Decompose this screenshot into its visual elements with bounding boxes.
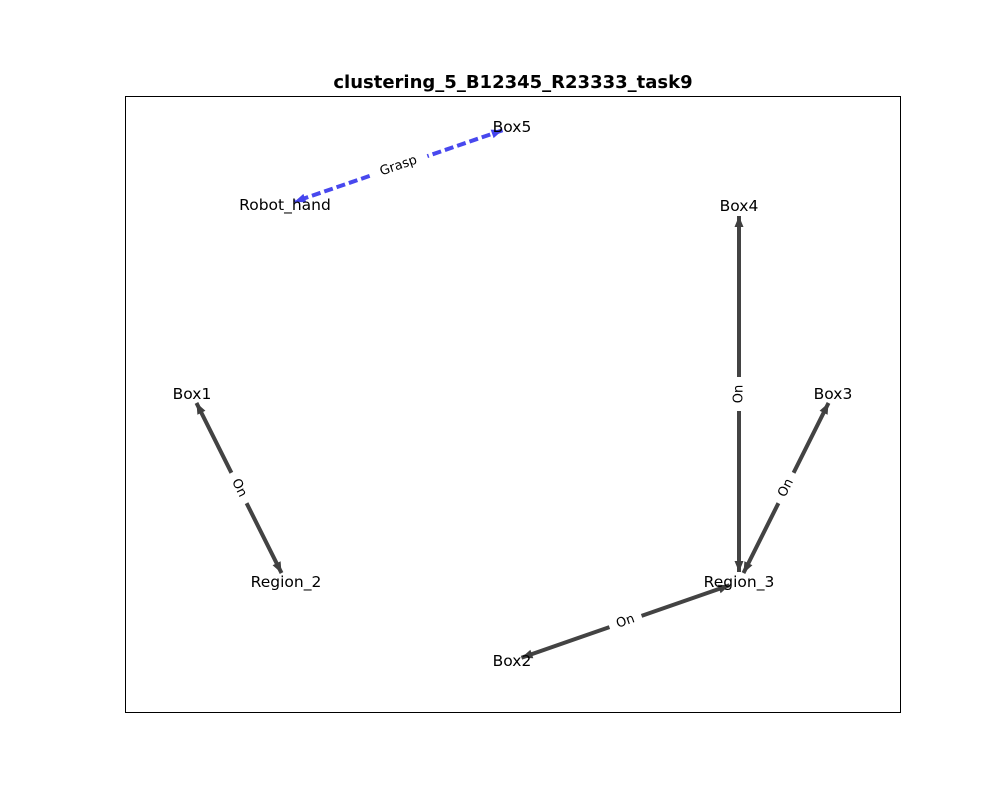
node-label-box4: Box4 [720, 197, 759, 215]
figure-title: clustering_5_B12345_R23333_task9 [333, 72, 692, 93]
edge-line [293, 174, 371, 204]
edge-arrowhead [743, 561, 753, 574]
edge-arrowhead [490, 129, 503, 139]
edge-region_3-box3: On [741, 402, 831, 574]
node-label-box3: Box3 [814, 385, 853, 403]
node-label-region-2: Region_2 [251, 573, 322, 592]
edge-arrowhead [717, 584, 730, 594]
node-label-robot-hand: Robot_hand [239, 196, 331, 215]
edge-region_3-box2: On [520, 583, 731, 660]
edge-line [244, 502, 284, 574]
edge-arrowhead [272, 561, 282, 574]
edge-line [791, 402, 831, 474]
node-label-box1: Box1 [173, 385, 212, 403]
edge-region_3-box4: On [732, 216, 747, 572]
node-label-region-3: Region_3 [704, 573, 775, 592]
edge-arrowhead [521, 649, 534, 659]
edge-arrowhead [819, 402, 829, 415]
edge-label: On [228, 476, 250, 499]
edge-region_2-box1: On [194, 402, 284, 574]
axes-frame [125, 96, 901, 713]
edge-label: On [614, 611, 636, 631]
edge-line [520, 625, 611, 660]
edge-label: On [732, 385, 747, 403]
edge-arrowhead [734, 561, 744, 572]
edge-line [640, 583, 731, 618]
edge-arrowhead [196, 402, 206, 415]
edge-arrowhead [734, 216, 744, 227]
edge-line [741, 502, 781, 574]
edge-arrowhead [294, 193, 307, 203]
edge-label: On [775, 476, 797, 499]
node-label-box5: Box5 [493, 118, 532, 136]
node-label-box2: Box2 [493, 652, 532, 670]
edge-line [194, 402, 234, 474]
edge-line [426, 128, 504, 158]
